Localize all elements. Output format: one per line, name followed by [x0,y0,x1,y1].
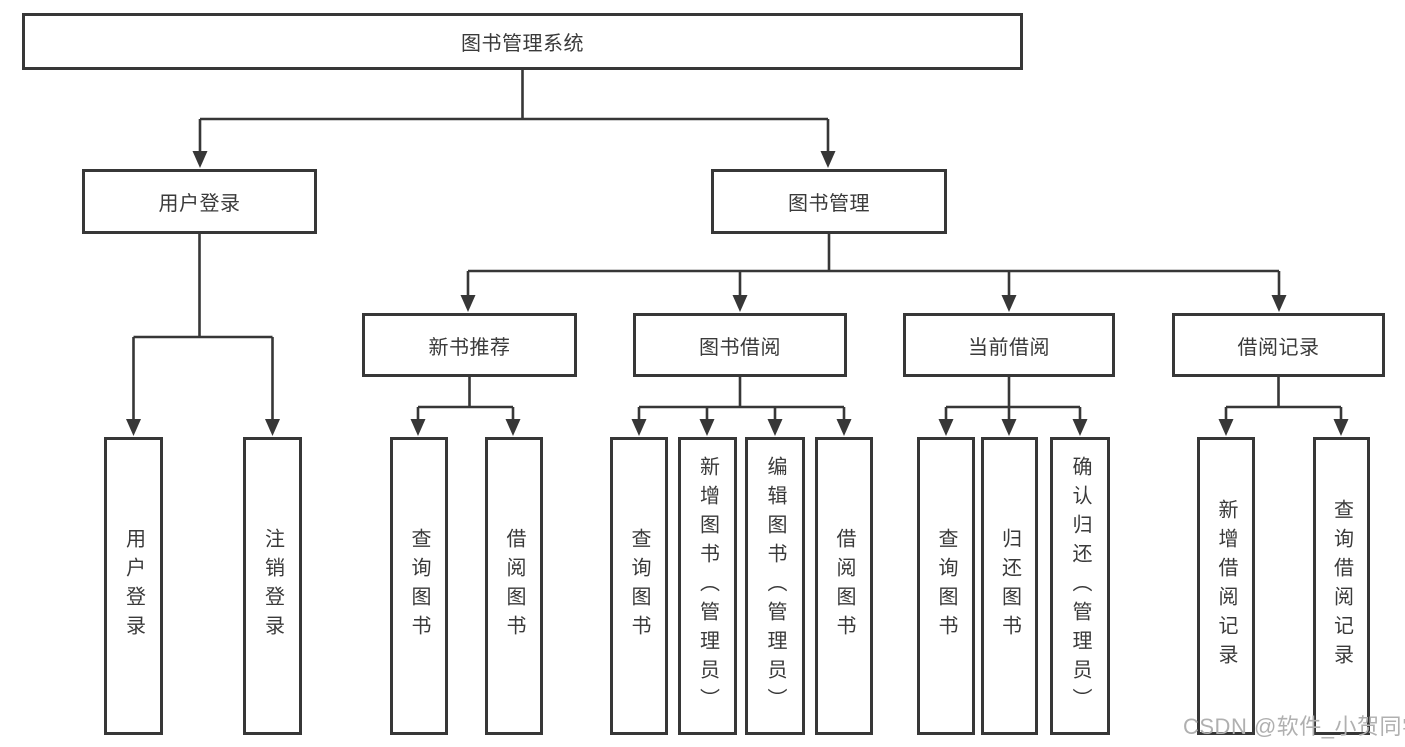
node-new-books-label: 新书推荐 [428,336,511,359]
node-book-mgmt-label: 图书管理 [788,193,870,215]
leaf-user-login: 用户登录 [104,437,163,735]
leaf-current-return: 归还图书 [981,437,1038,735]
node-borrow-records: 借阅记录 [1172,313,1385,377]
leaf-newbooks-query-label: 查询图书 [408,528,430,644]
leaf-records-query-label: 查询借阅记录 [1330,499,1353,673]
node-borrow-records-label: 借阅记录 [1237,336,1320,359]
node-book-mgmt: 图书管理 [711,169,947,234]
leaf-current-confirm-admin: 确认归还（管理员） [1050,437,1110,735]
node-user-login: 用户登录 [82,169,317,234]
leaf-newbooks-borrow: 借阅图书 [485,437,543,735]
leaf-borrow-add-admin-label: 新增图书（管理员） [696,455,719,717]
leaf-records-add-label: 新增借阅记录 [1215,499,1237,673]
node-book-borrow-label: 图书借阅 [699,336,781,359]
leaf-borrow-query: 查询图书 [610,437,668,735]
leaf-borrow-book: 借阅图书 [815,437,873,735]
node-new-books: 新书推荐 [362,313,577,377]
leaf-current-query: 查询图书 [917,437,975,735]
node-user-login-label: 用户登录 [158,193,241,215]
node-current-borrow: 当前借阅 [903,313,1115,377]
leaf-current-query-label: 查询图书 [935,528,957,644]
leaf-user-login-label: 用户登录 [122,528,145,644]
leaf-newbooks-query: 查询图书 [390,437,448,735]
leaf-borrow-add-admin: 新增图书（管理员） [678,437,737,735]
leaf-borrow-edit-admin: 编辑图书（管理员） [745,437,805,735]
watermark-text: CSDN @软件_小贺同学 [1183,714,1405,739]
node-root: 图书管理系统 [22,13,1023,70]
node-current-borrow-label: 当前借阅 [968,336,1050,359]
node-book-borrow: 图书借阅 [633,313,847,377]
arrowhead-icons [126,151,1349,436]
leaf-records-add: 新增借阅记录 [1197,437,1255,735]
leaf-borrow-book-label: 借阅图书 [833,528,855,644]
leaf-logout-label: 注销登录 [261,528,284,644]
leaf-records-query: 查询借阅记录 [1313,437,1370,735]
node-root-label: 图书管理系统 [461,33,584,55]
leaf-borrow-query-label: 查询图书 [628,528,650,644]
leaf-current-return-label: 归还图书 [998,528,1021,644]
leaf-newbooks-borrow-label: 借阅图书 [503,528,525,644]
leaf-logout: 注销登录 [243,437,302,735]
leaf-current-confirm-admin-label: 确认归还（管理员） [1069,455,1091,717]
leaf-borrow-edit-admin-label: 编辑图书（管理员） [764,455,786,717]
